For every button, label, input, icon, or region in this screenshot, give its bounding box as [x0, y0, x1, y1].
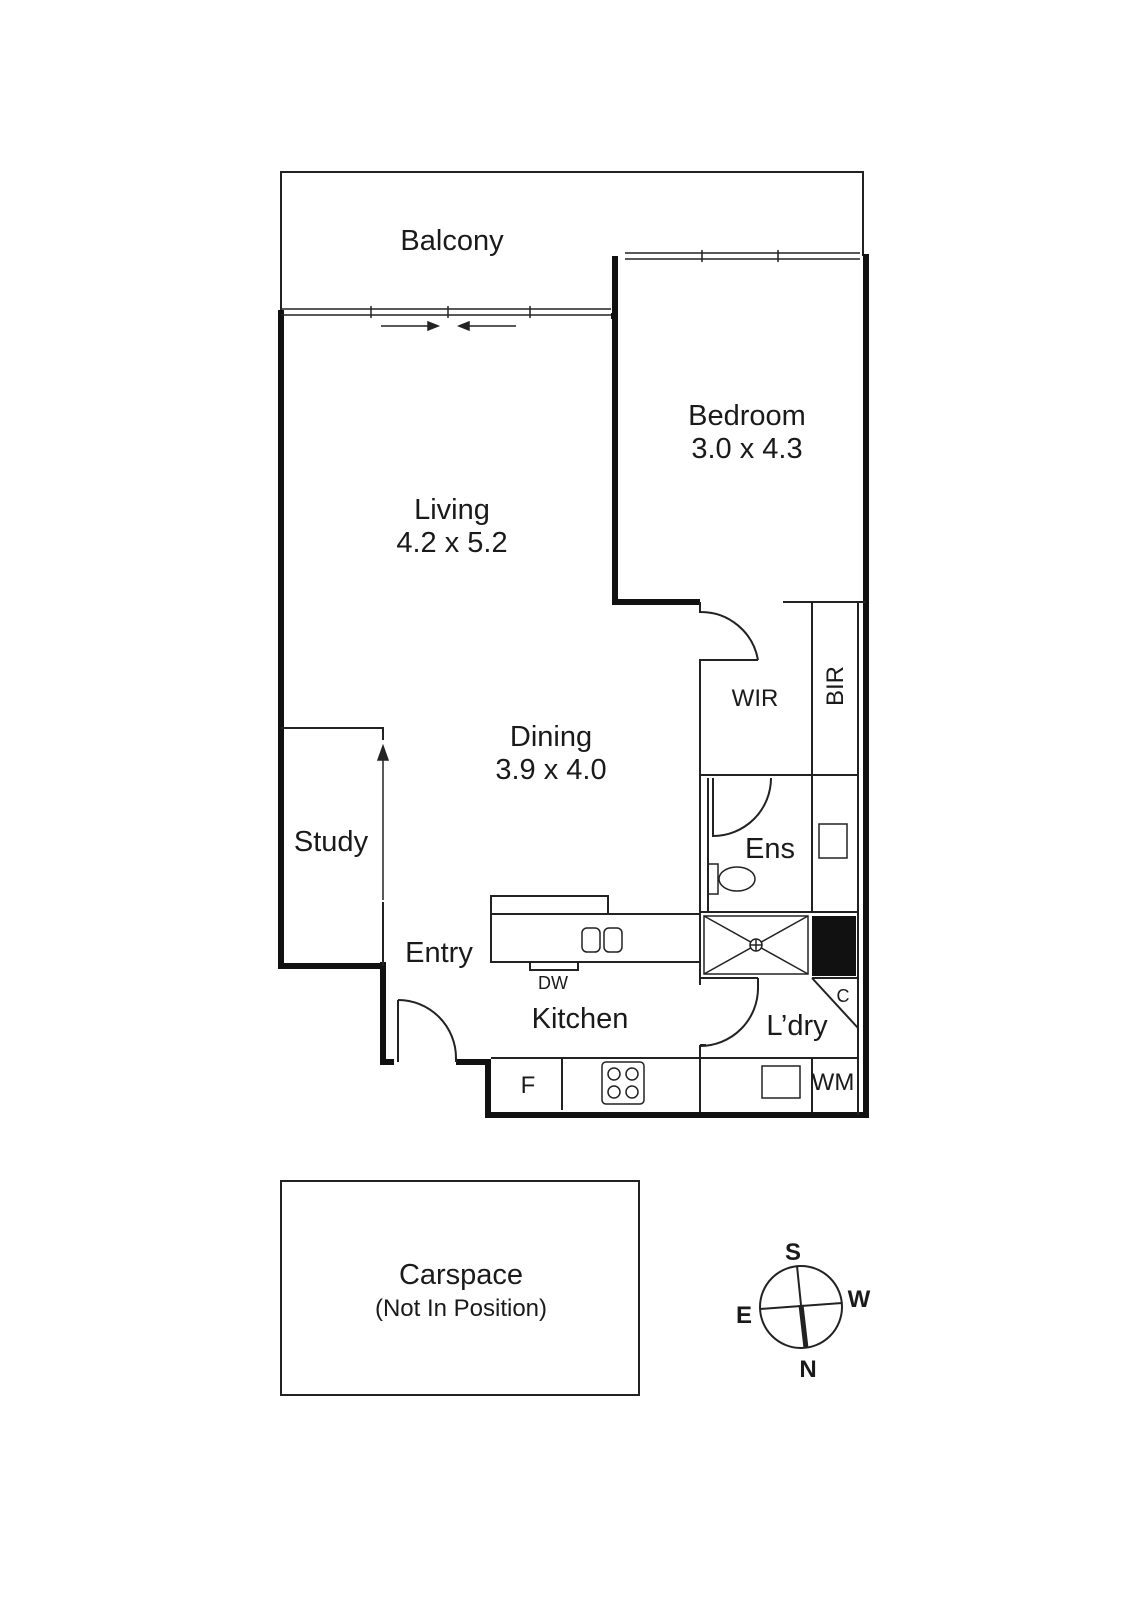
toilet: [707, 863, 756, 895]
bir-label: BIR: [822, 666, 849, 706]
balcony-outline: [280, 171, 864, 310]
laundry-trough: [761, 1065, 801, 1099]
carspace-note: (Not In Position): [375, 1295, 547, 1322]
dishwasher-label: DW: [538, 973, 568, 993]
walls: [278, 254, 869, 1118]
wir-label: WIR: [732, 685, 779, 712]
carspace-outline: [280, 1180, 640, 1396]
dining-dimensions: 3.9 x 4.0: [495, 754, 606, 786]
interior-walls: [281, 601, 866, 1115]
living-label: Living: [414, 494, 490, 526]
dining-label: Dining: [510, 721, 592, 753]
vanity-basin: [818, 823, 848, 859]
entry-label: Entry: [405, 937, 473, 969]
study-label: Study: [294, 826, 369, 858]
living-dimensions: 4.2 x 5.2: [396, 527, 507, 559]
cooktop: [601, 1061, 645, 1105]
kitchen-sink: [581, 927, 623, 953]
fridge-label: F: [521, 1072, 536, 1099]
door-swings: [397, 602, 772, 1062]
kitchen-label: Kitchen: [532, 1003, 629, 1035]
carspace-label: Carspace: [399, 1259, 523, 1291]
washing-machine-label: WM: [812, 1069, 855, 1096]
ens-label: Ens: [745, 833, 795, 865]
balcony-label: Balcony: [400, 225, 504, 257]
laundry-label: L’dry: [766, 1010, 828, 1042]
cupboard-label: C: [837, 986, 850, 1006]
compass-north: N: [799, 1356, 816, 1383]
sliding-door-arrows: [376, 320, 516, 900]
compass-rose: [759, 1265, 843, 1349]
duct: [812, 916, 856, 976]
compass-west: W: [848, 1286, 871, 1313]
compass-east: E: [736, 1302, 752, 1329]
windows: [281, 250, 860, 318]
bedroom-label: Bedroom: [688, 400, 806, 432]
compass-south: S: [785, 1239, 801, 1266]
shower: [703, 915, 809, 975]
bedroom-dimensions: 3.0 x 4.3: [691, 433, 802, 465]
